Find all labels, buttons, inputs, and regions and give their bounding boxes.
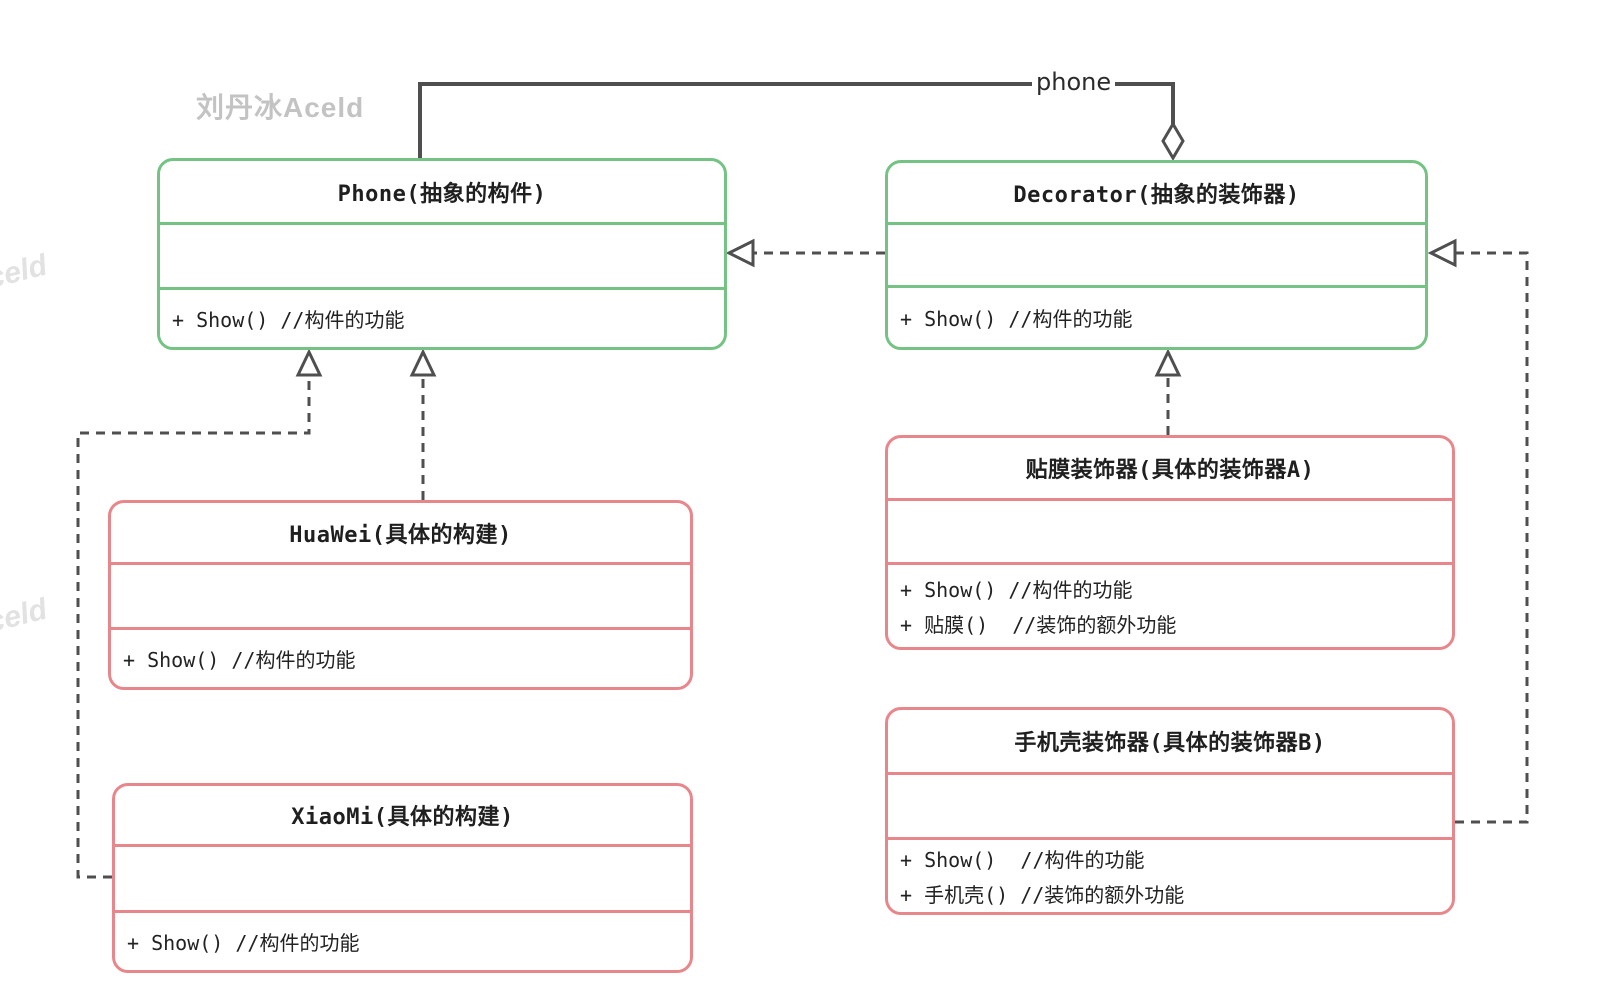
class-methods-film-decorator: + Show() //构件的功能 + 贴膜() //装饰的额外功能 xyxy=(888,562,1452,647)
class-attrs-phone xyxy=(160,222,724,287)
class-box-huawei: HuaWei(具体的构建) + Show() //构件的功能 xyxy=(108,500,693,690)
method-line: + Show() //构件的功能 xyxy=(900,307,1133,331)
class-box-xiaomi: XiaoMi(具体的构建) + Show() //构件的功能 xyxy=(112,783,693,973)
class-methods-decorator: + Show() //构件的功能 xyxy=(888,285,1425,347)
class-title-xiaomi: XiaoMi(具体的构建) xyxy=(291,805,514,830)
arrowhead-phone-bottom-left xyxy=(295,348,323,377)
class-box-decorator: Decorator(抽象的装饰器) + Show() //构件的功能 xyxy=(885,160,1428,350)
class-title-case-decorator: 手机壳装饰器(具体的装饰器B) xyxy=(1014,731,1326,756)
class-box-phone: Phone(抽象的构件) + Show() //构件的功能 xyxy=(157,158,727,350)
class-attrs-huawei xyxy=(111,562,690,627)
class-methods-xiaomi: + Show() //构件的功能 xyxy=(115,910,690,970)
method-line: + 手机壳() //装饰的额外功能 xyxy=(900,883,1185,907)
class-attrs-xiaomi xyxy=(115,844,690,910)
aggregation-diamond xyxy=(1161,121,1185,161)
class-title-phone: Phone(抽象的构件) xyxy=(337,181,547,207)
arrowhead-phone-bottom-right xyxy=(409,348,437,377)
method-line: + Show() //构件的功能 xyxy=(900,848,1145,872)
aggregation-label: phone xyxy=(1032,68,1116,96)
realize-case-to-decorator xyxy=(1455,251,1529,824)
class-title-huawei: HuaWei(具体的构建) xyxy=(289,522,512,548)
method-line: + Show() //构件的功能 xyxy=(172,308,405,332)
arrowhead-phone-right xyxy=(725,238,755,268)
class-box-case-decorator: 手机壳装饰器(具体的装饰器B) + Show() //构件的功能 + 手机壳()… xyxy=(885,707,1455,915)
class-title-decorator: Decorator(抽象的装饰器) xyxy=(1013,182,1300,208)
arrowhead-decorator-right xyxy=(1427,238,1457,268)
aggregation-line-phone xyxy=(418,82,1175,158)
class-methods-case-decorator: + Show() //构件的功能 + 手机壳() //装饰的额外功能 xyxy=(888,837,1452,912)
arrowhead-decorator-bottom xyxy=(1154,348,1182,377)
method-line: + Show() //构件的功能 xyxy=(127,931,360,955)
method-line: + 贴膜() //装饰的额外功能 xyxy=(900,613,1177,637)
watermark-author: 刘丹冰Aceld xyxy=(196,92,365,123)
realize-xiaomi-to-phone xyxy=(76,375,311,879)
class-box-film-decorator: 贴膜装饰器(具体的装饰器A) + Show() //构件的功能 + 贴膜() /… xyxy=(885,435,1455,650)
class-methods-huawei: + Show() //构件的功能 xyxy=(111,627,690,687)
class-methods-phone: + Show() //构件的功能 xyxy=(160,287,724,347)
class-title-film-decorator: 贴膜装饰器(具体的装饰器A) xyxy=(1025,458,1315,483)
class-attrs-film-decorator xyxy=(888,498,1452,562)
class-attrs-case-decorator xyxy=(888,772,1452,837)
class-attrs-decorator xyxy=(888,222,1425,285)
method-line: + Show() //构件的功能 xyxy=(900,578,1133,602)
method-line: + Show() //构件的功能 xyxy=(123,648,356,672)
